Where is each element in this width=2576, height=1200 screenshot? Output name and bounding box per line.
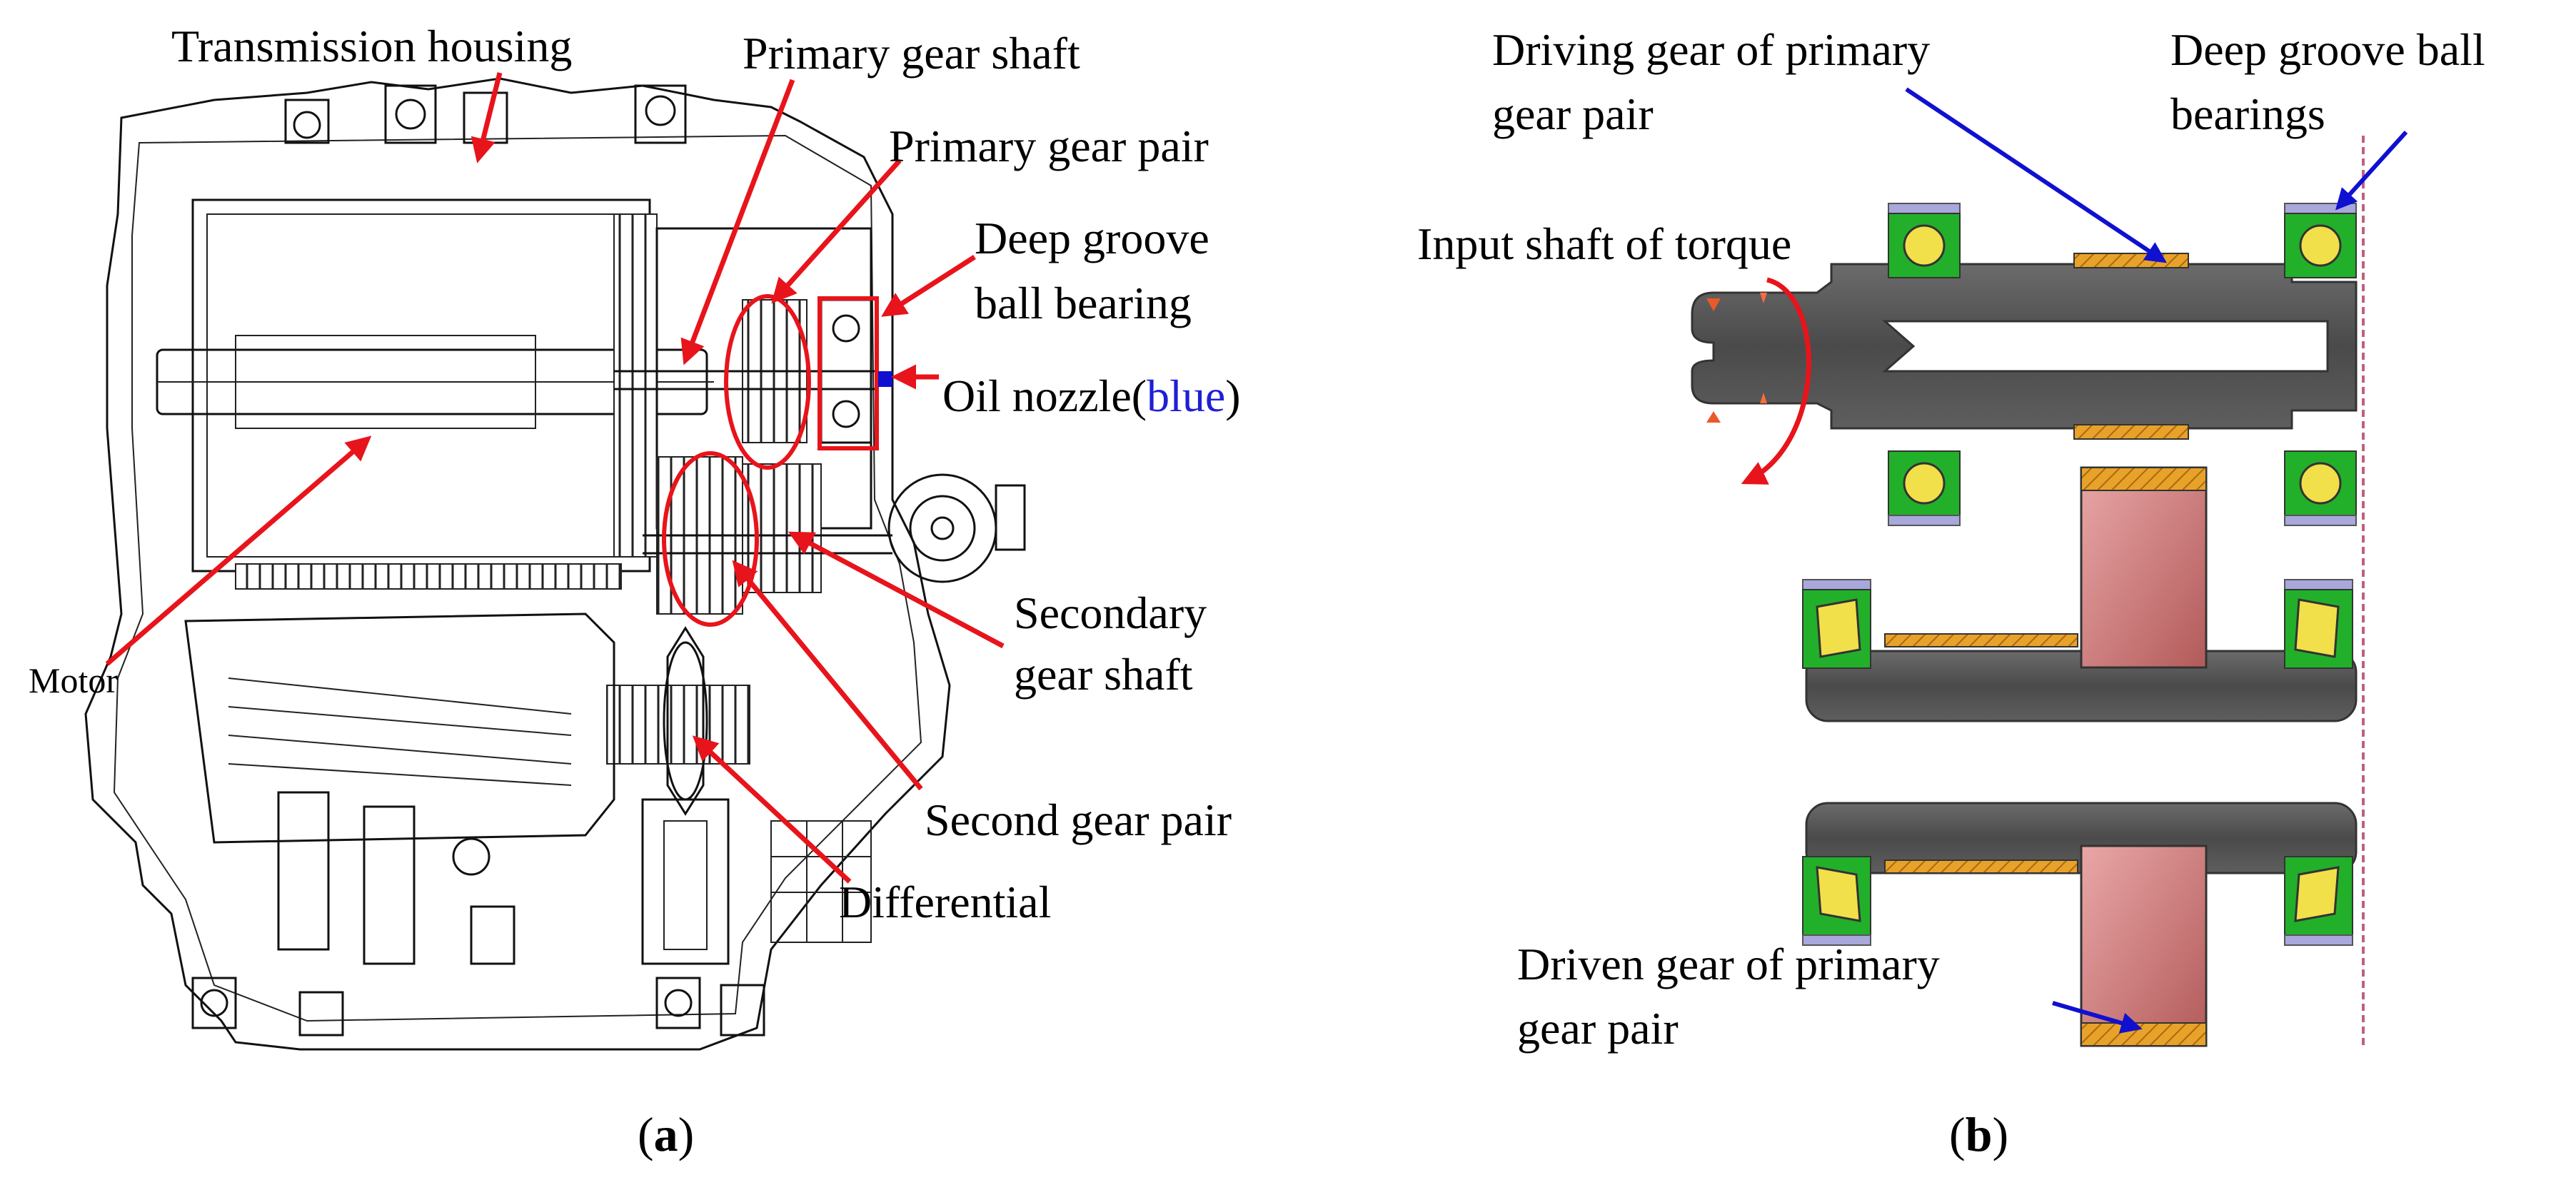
housing-arrow (471, 72, 503, 163)
label-secondary-line2: gear shaft (1014, 649, 1193, 700)
roller-bearing-left-lower (1802, 856, 1871, 946)
label-input-shaft: Input shaft of torque (1417, 218, 1791, 269)
primary-pair-arrow (771, 158, 902, 304)
primary-gear-pair-ellipse (724, 294, 811, 470)
bearing-input-left-top (1888, 203, 1961, 278)
driving-gear-bottom (2073, 424, 2189, 440)
label-deep-groove-b-line2: bearings (2170, 89, 2325, 139)
panel-b-drawing (1691, 136, 2365, 1049)
label-primary-gear-shaft: Primary gear shaft (743, 28, 1080, 79)
label-deep-groove-line2: ball bearing (975, 278, 1192, 328)
differential-arrow (692, 735, 852, 884)
bearing-highlight-box (817, 296, 879, 450)
panel-a-drawing (84, 77, 1026, 1051)
label-driven-line1: Driven gear of primary (1517, 939, 1940, 989)
label-differential: Differential (839, 877, 1051, 927)
label-deep-groove-b-line1: Deep groove ball (2170, 24, 2485, 75)
driving-gear-top (2073, 253, 2189, 268)
deep-groove-arrow (2335, 130, 2408, 211)
secondary-shaft-arrow (788, 531, 1005, 649)
label-primary-gear-pair: Primary gear pair (889, 121, 1209, 171)
panel-a-annotations: Transmission housing Primary gear shaft … (29, 21, 1241, 1161)
caption-a: (a) (638, 1107, 694, 1161)
roller-bearing-left-upper (1802, 579, 1871, 669)
label-driving-line2: gear pair (1492, 89, 1654, 139)
caption-b: (b) (1949, 1107, 2008, 1161)
oil-nozzle-marker (878, 371, 892, 387)
driven-gear-lower (2080, 844, 2208, 1047)
input-shaft-slot (1882, 320, 2329, 373)
bearing-arrow (881, 255, 976, 317)
primary-shaft-arrow (680, 79, 795, 365)
label-secondary-line1: Secondary (1014, 588, 1207, 638)
bearing-input-left-bottom (1888, 450, 1961, 526)
bearing-input-right-top (2284, 203, 2357, 278)
secondary-shaft-ellipse (662, 451, 759, 627)
panel-b-annotations: Driving gear of primary gear pair Deep g… (1417, 24, 2485, 1161)
roller-bearing-right-lower (2284, 856, 2353, 946)
driven-gear-arrow (2052, 1001, 2143, 1034)
label-driving-line1: Driving gear of primary (1492, 24, 1930, 75)
roller-bearing-right-upper (2284, 579, 2353, 669)
label-second-gear-pair: Second gear pair (925, 795, 1232, 845)
driven-gear-upper (2080, 466, 2208, 669)
label-motor: Motor (29, 660, 118, 700)
label-driven-line2: gear pair (1517, 1003, 1679, 1054)
label-oil-nozzle: Oil nozzle(blue) (942, 370, 1241, 421)
motor-arrow (105, 435, 372, 666)
label-deep-groove-line1: Deep groove (975, 213, 1209, 263)
bearing-input-right-bottom (2284, 450, 2357, 526)
driving-gear-arrow (1905, 87, 2167, 263)
label-transmission-housing: Transmission housing (171, 21, 572, 71)
second-pair-arrow (732, 560, 923, 791)
torque-rotation-arrow (1741, 277, 1811, 485)
